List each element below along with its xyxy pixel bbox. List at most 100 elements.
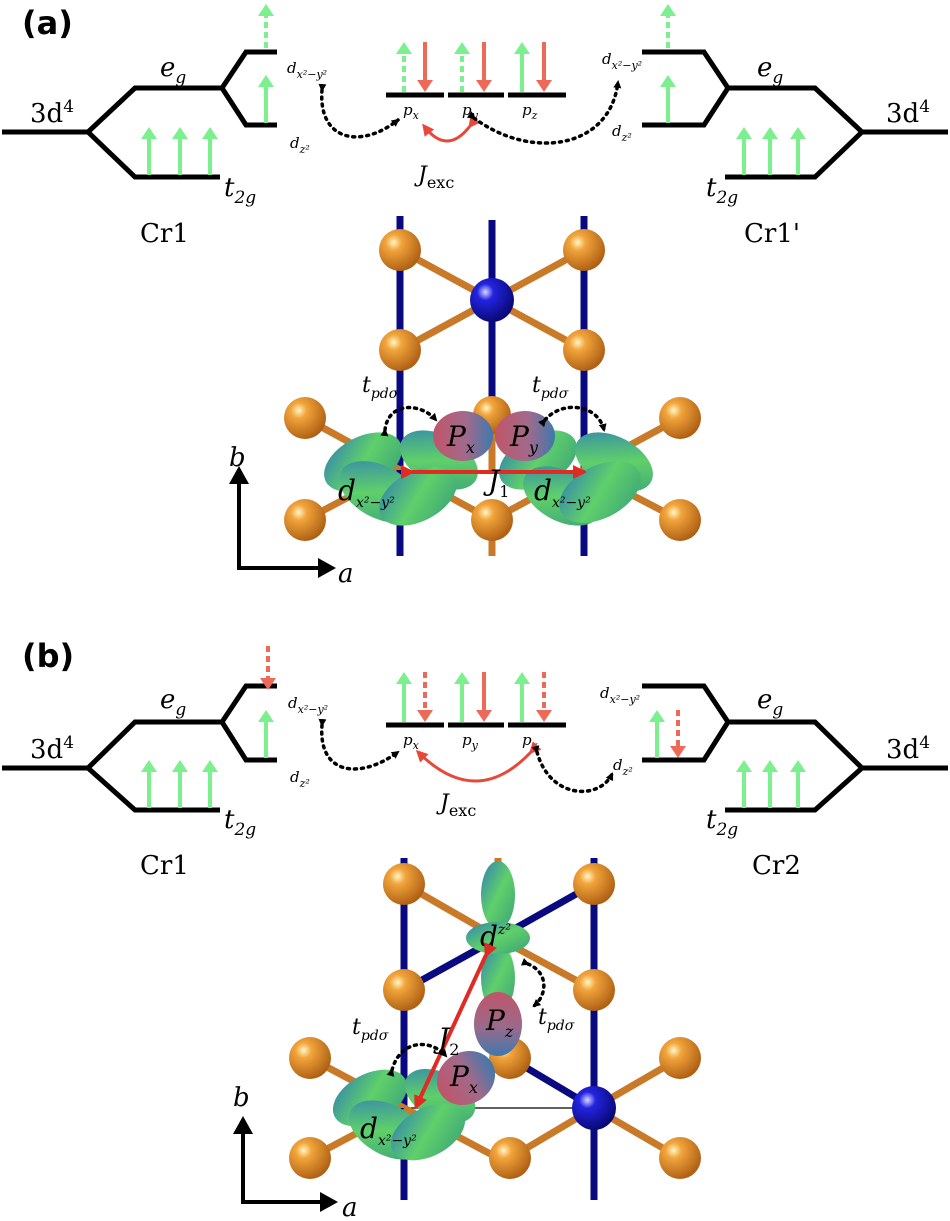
se-atom bbox=[284, 499, 326, 541]
axis-a-label-b: a bbox=[342, 1193, 358, 1221]
jexc-label-b: Jexc bbox=[436, 791, 476, 820]
tpds-label-left-b: tpdσ bbox=[352, 1015, 389, 1044]
spin-up-arrow-icon bbox=[258, 710, 274, 758]
py-label-b: py bbox=[462, 731, 479, 752]
energy-levels-right-b bbox=[642, 683, 948, 813]
spin-up-arrow-icon bbox=[258, 4, 274, 48]
j2-label: J2 bbox=[433, 1022, 459, 1059]
tpds-hop-right-a bbox=[538, 405, 607, 432]
spin-down-arrow-icon bbox=[417, 672, 433, 722]
dx2y2-label-left-b: dx²−y² bbox=[288, 694, 328, 716]
se-atom bbox=[289, 1137, 331, 1179]
t2g-label-left-a: t2g bbox=[224, 173, 256, 208]
eg-label-left-b: eg bbox=[160, 685, 186, 720]
energy-levels-right-a bbox=[642, 49, 948, 180]
energy-levels-left-a bbox=[2, 49, 277, 180]
cr-atom bbox=[572, 1086, 616, 1130]
axis-arrow-icon bbox=[318, 558, 336, 578]
spin-up-arrow-icon bbox=[736, 760, 752, 808]
dx2y2-label-right-b: dx²−y² bbox=[600, 684, 640, 706]
spin-up-arrow-icon bbox=[736, 127, 752, 175]
panel-label-a: (a) bbox=[22, 4, 73, 42]
se-atom bbox=[383, 969, 425, 1011]
se-atom bbox=[563, 229, 605, 271]
site-label-right-b: Cr2 bbox=[752, 851, 801, 881]
spin-up-arrow-icon bbox=[660, 4, 676, 48]
spin-up-arrow-icon bbox=[649, 710, 665, 758]
spin-up-arrow-icon bbox=[790, 127, 806, 175]
axis-arrow-icon bbox=[229, 466, 249, 484]
spin-down-arrow-icon bbox=[476, 42, 492, 92]
tpds-hop-left-b bbox=[386, 1042, 448, 1077]
t2g-label-right-a: t2g bbox=[706, 173, 738, 208]
spin-up-arrow-icon bbox=[514, 42, 530, 92]
t2g-label-right-b: t2g bbox=[706, 805, 738, 840]
spin-down-arrow-icon bbox=[670, 710, 686, 758]
dx2y2-orbital-label-b: dx²−y² bbox=[360, 1112, 417, 1149]
config-label-right-b: 3d4 bbox=[886, 733, 930, 765]
spin-down-arrow-icon bbox=[260, 646, 276, 690]
spin-up-arrow-icon bbox=[141, 760, 157, 808]
eg-label-left-a: eg bbox=[160, 53, 186, 88]
py-orbital-label-a: Py bbox=[509, 420, 539, 457]
axis-arrow-icon bbox=[233, 1116, 253, 1134]
se-atom bbox=[379, 329, 421, 371]
tpds-hop-left-a bbox=[380, 405, 438, 437]
panel-b: (b) 3d4 eg t2g dx²−y² dz² Cr1 px py pz J… bbox=[2, 637, 948, 1221]
se-atom bbox=[379, 229, 421, 271]
j1-label: J1 bbox=[483, 464, 509, 501]
spin-up-arrow-icon bbox=[762, 127, 778, 175]
spin-up-arrow-icon bbox=[762, 760, 778, 808]
exchange-arc-a bbox=[422, 115, 481, 143]
se-atom bbox=[659, 397, 701, 439]
dz2-label-left-a: dz² bbox=[290, 134, 310, 156]
crystal-structure-a: Px Py J1 dx²−y² dx²−y² tpdσ tpdσ bbox=[284, 216, 701, 556]
dz2-label-right-b: dz² bbox=[613, 756, 633, 778]
hop-arrow-left-a bbox=[318, 83, 400, 139]
spin-up-arrow-icon bbox=[202, 760, 218, 808]
axis-b-label-b: b bbox=[233, 1083, 250, 1113]
se-atom bbox=[489, 1137, 531, 1179]
dx2y2-label-right-a: dx²−y² bbox=[602, 50, 642, 72]
se-atom bbox=[659, 1137, 701, 1179]
spin-up-arrow-icon bbox=[396, 672, 412, 722]
spin-up-arrow-icon bbox=[514, 672, 530, 722]
axes-a: b a bbox=[229, 443, 354, 589]
eg-label-right-a: eg bbox=[757, 53, 783, 88]
jexc-label-a: Jexc bbox=[414, 163, 454, 192]
config-label-right-a: 3d4 bbox=[886, 97, 930, 129]
dx2y2-orbital-label-right-a: dx²−y² bbox=[534, 474, 591, 511]
spin-up-arrow-icon bbox=[454, 42, 470, 92]
cr-atom bbox=[470, 278, 514, 322]
spin-down-arrow-icon bbox=[476, 672, 492, 722]
axis-a-label-a: a bbox=[338, 559, 354, 589]
config-label-left-a: 3d4 bbox=[30, 97, 74, 129]
dz2-label-right-a: dz² bbox=[612, 122, 632, 144]
se-atom bbox=[284, 397, 326, 439]
spin-down-arrow-icon bbox=[536, 672, 552, 722]
panel-label-b: (b) bbox=[22, 637, 74, 675]
spin-up-arrow-icon bbox=[396, 42, 412, 92]
pz-label-b: pz bbox=[522, 731, 538, 752]
dx2y2-label-left-a: dx²−y² bbox=[287, 59, 327, 81]
axis-b-label-a: b bbox=[229, 443, 246, 473]
px-orbital-a bbox=[433, 411, 493, 461]
tpds-label-left-a: tpdσ bbox=[362, 373, 399, 402]
t2g-label-left-b: t2g bbox=[224, 805, 256, 840]
pz-label-a: pz bbox=[522, 101, 538, 122]
spin-up-arrow-icon bbox=[172, 127, 188, 175]
se-atom bbox=[289, 1037, 331, 1079]
se-atom bbox=[659, 499, 701, 541]
se-atom bbox=[573, 969, 615, 1011]
spin-up-arrow-icon bbox=[172, 760, 188, 808]
dz2-label-left-b: dz² bbox=[290, 768, 310, 790]
panel-a: (a) 3d4 eg t2g dx²−y² dz² Cr1 px py pz J… bbox=[2, 4, 948, 589]
spin-up-arrow-icon bbox=[790, 760, 806, 808]
spin-arrows-b bbox=[141, 646, 806, 808]
config-label-left-b: 3d4 bbox=[30, 733, 74, 765]
dx2y2-orbital-label-left-a: dx²−y² bbox=[338, 474, 395, 511]
hop-arrow-right-a bbox=[466, 80, 622, 145]
se-atom bbox=[563, 329, 605, 371]
site-label-left-a: Cr1 bbox=[140, 219, 189, 249]
